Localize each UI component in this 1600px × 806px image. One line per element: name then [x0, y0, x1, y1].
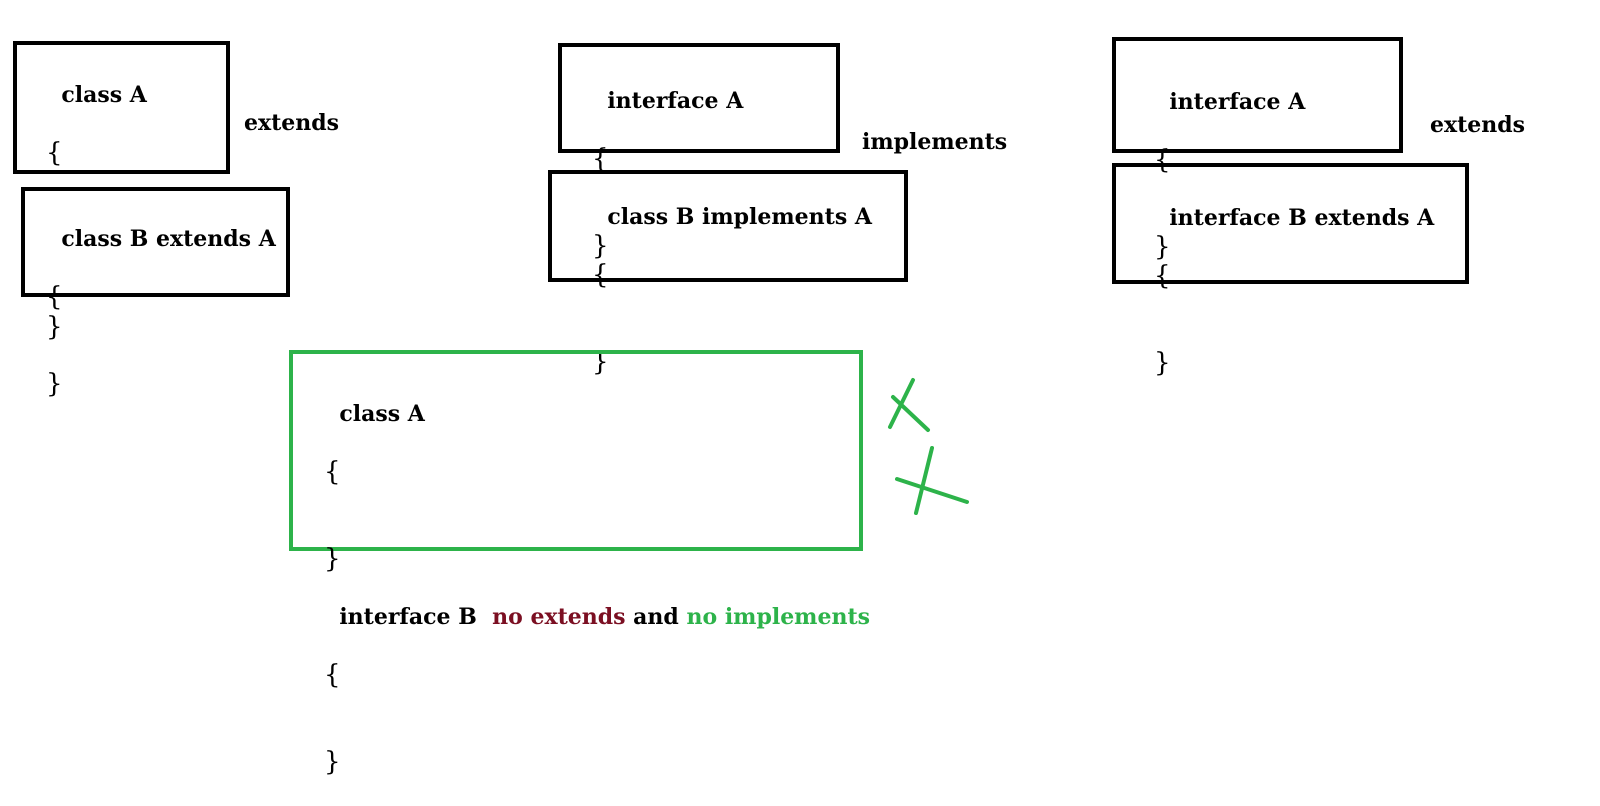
close-brace: }	[324, 747, 341, 777]
close-brace: }	[592, 231, 609, 261]
open-brace: {	[324, 660, 341, 690]
open-brace: {	[592, 260, 609, 290]
close-brace: }	[1154, 348, 1171, 378]
class-b-implements-header: class B implements A	[607, 204, 872, 230]
interface-b-header: interface B extends A	[1169, 205, 1435, 231]
cross-mark-icon	[888, 378, 930, 432]
close-brace: }	[46, 312, 63, 342]
and-text: and	[633, 604, 679, 630]
interface-b-code: interface B extends A { }	[1154, 175, 1434, 407]
invalid-relation-code: class A { } interface B no extends and n…	[324, 371, 870, 806]
class-b-header: class B extends A	[61, 226, 276, 252]
no-extends-text: no extends	[492, 604, 626, 630]
invalid-relation-box	[289, 350, 863, 551]
open-brace: {	[592, 144, 609, 174]
interface-a-code-2: interface A { }	[1154, 59, 1305, 291]
class-a-header: class A	[339, 401, 425, 427]
close-brace: }	[1154, 232, 1171, 262]
open-brace: {	[46, 138, 63, 168]
class-b-box	[21, 187, 290, 297]
interface-a-header: interface A	[607, 88, 744, 114]
interface-a-box	[558, 43, 840, 153]
interface-b-header: interface B	[339, 604, 477, 630]
open-brace: {	[1154, 261, 1171, 291]
interface-b-line: interface B no extends and no implements	[339, 604, 870, 630]
interface-a-header: interface A	[1169, 89, 1306, 115]
class-a-header: class A	[61, 82, 147, 108]
class-b-implements-code: class B implements A { }	[592, 174, 872, 406]
interface-a-box-2	[1112, 37, 1403, 153]
interface-b-box	[1112, 163, 1469, 284]
open-brace: {	[46, 282, 63, 312]
no-implements-text: no implements	[686, 604, 871, 630]
extends-label: extends	[244, 110, 340, 136]
open-brace: {	[1154, 145, 1171, 175]
close-brace: }	[592, 347, 609, 377]
open-brace: {	[324, 457, 341, 487]
class-a-code: class A { }	[46, 52, 147, 371]
close-brace: }	[46, 369, 63, 399]
cross-mark-icon	[895, 446, 969, 515]
class-b-implements-box	[548, 170, 908, 282]
class-a-box	[13, 41, 230, 174]
class-b-code: class B extends A { }	[46, 196, 276, 428]
interface-a-code: interface A { }	[592, 58, 743, 290]
implements-label: implements	[862, 129, 1008, 155]
close-brace: }	[324, 544, 341, 574]
extends-label-2: extends	[1430, 112, 1526, 138]
